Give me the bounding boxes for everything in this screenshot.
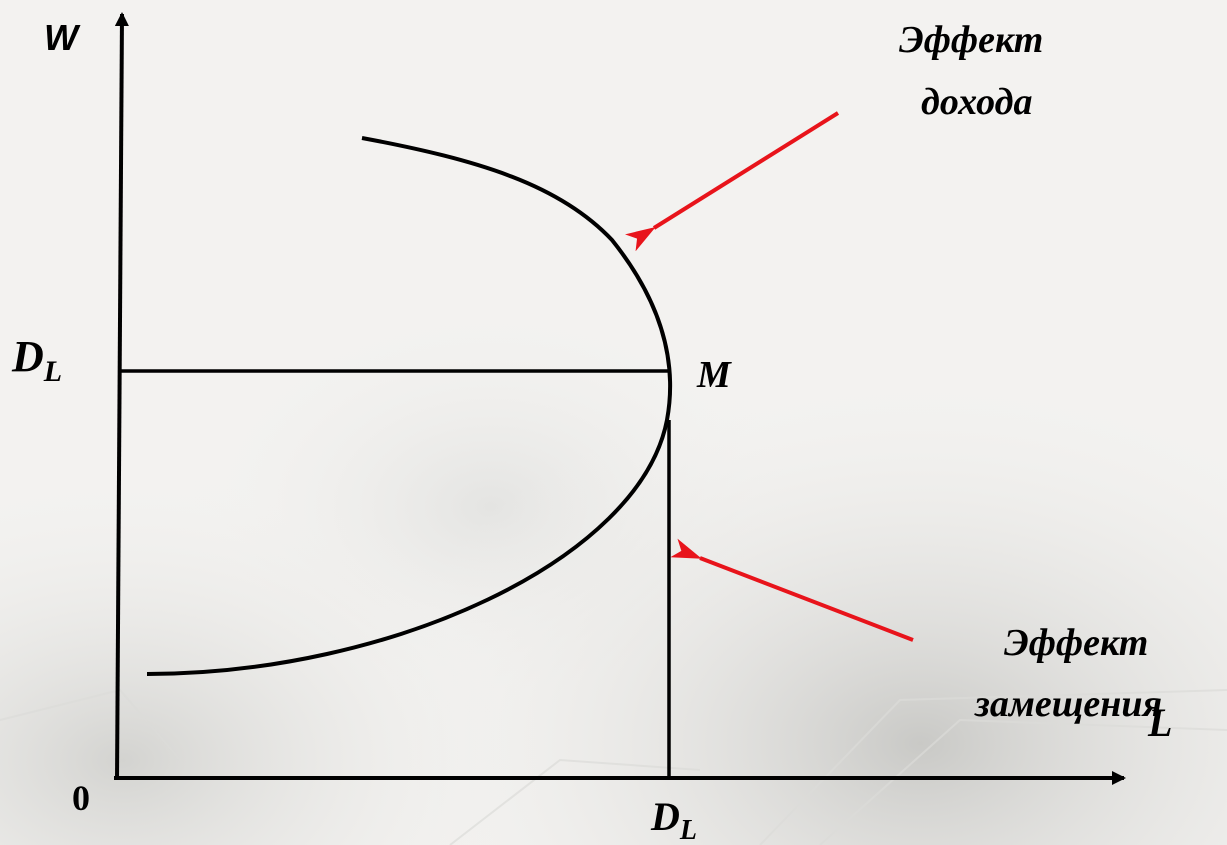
origin-label: 0 (72, 778, 90, 818)
y-level-label: DL (11, 332, 62, 388)
point-m-label: M (696, 354, 732, 396)
income-effect-line1: Эффект (899, 19, 1043, 61)
y-axis (114, 12, 129, 781)
x-axis-label: L (1147, 700, 1172, 745)
substitution-effect-line2: замещения (974, 683, 1162, 725)
substitution-effect-line1: Эффект (1004, 622, 1148, 664)
income-effect-arrow (624, 111, 840, 252)
labor-supply-curve (146, 136, 673, 676)
income-effect-line2: дохода (921, 81, 1033, 123)
x-level-label: DL (650, 794, 697, 845)
y-axis-label: W (44, 17, 81, 58)
substitution-effect-arrow (670, 538, 914, 642)
